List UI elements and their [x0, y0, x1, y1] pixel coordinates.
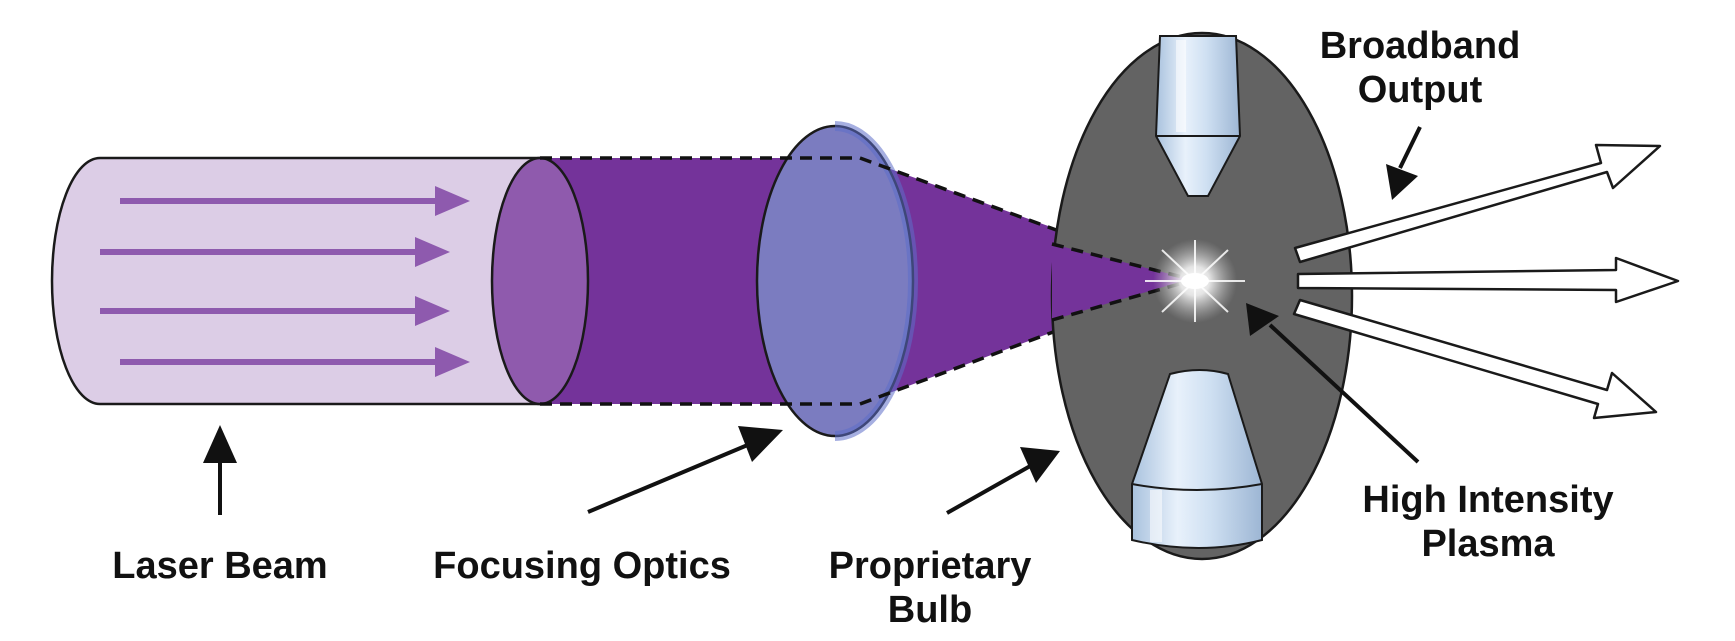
broadband-output-arrows: [1292, 143, 1680, 420]
focused-beam: [540, 158, 1195, 404]
label-high-intensity-line1: High Intensity: [1362, 479, 1613, 521]
beam-cone: [860, 158, 1195, 404]
label-broadband-line1: Broadband: [1320, 25, 1521, 67]
focusing-lens: [755, 121, 918, 441]
laser-beam-pointer: [203, 425, 237, 515]
bottom-electrode: [1131, 369, 1263, 549]
output-arrow-upper: [1293, 143, 1662, 264]
beam-face: [490, 156, 590, 406]
beam-dark-segment: [540, 158, 800, 404]
lens-rim: [834, 121, 918, 441]
top-electrode: [1154, 35, 1242, 197]
label-high-intensity-line2: Plasma: [1421, 523, 1555, 565]
label-laser-beam: Laser Beam: [112, 545, 327, 587]
bulb-pointer: [946, 447, 1060, 515]
focusing-optics-pointer: [587, 426, 783, 514]
label-focusing-optics: Focusing Optics: [433, 545, 731, 587]
proprietary-bulb: [1050, 31, 1354, 561]
plasma-glow: [1145, 239, 1245, 323]
plasma-pointer: [1246, 303, 1420, 464]
label-broadband-line2: Output: [1358, 69, 1483, 111]
pointer-arrows: [203, 126, 1422, 515]
output-arrow-middle: [1296, 256, 1680, 304]
label-proprietary-bulb-line2: Bulb: [888, 589, 972, 631]
bulb-beam-cone: [1052, 244, 1190, 320]
output-arrow-lower: [1292, 298, 1658, 420]
beam-outline-dashes: [540, 156, 1191, 406]
beam-direction-arrows: [100, 186, 470, 377]
broadband-pointer: [1386, 126, 1422, 200]
label-proprietary-bulb-line1: Proprietary: [829, 545, 1032, 587]
